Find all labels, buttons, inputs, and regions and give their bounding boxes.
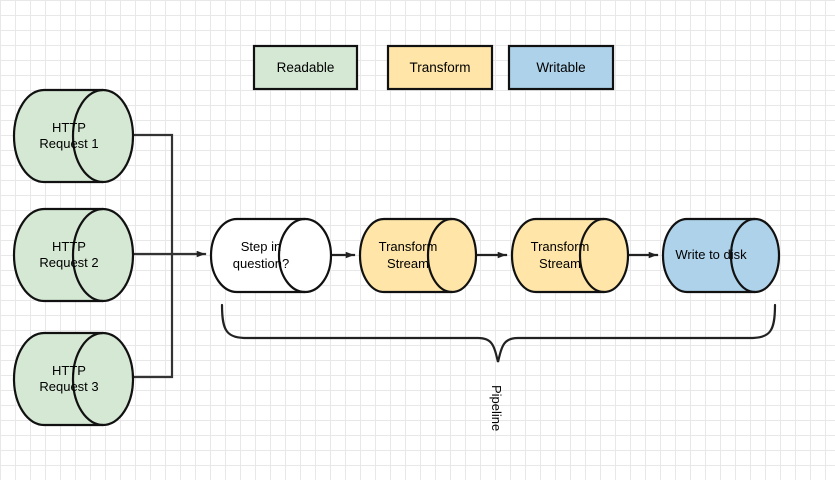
transform-stream-1-body	[358, 217, 478, 294]
node-http-request-3[interactable]	[12, 331, 135, 427]
node-http-request-1[interactable]	[12, 88, 135, 184]
write-to-disk-body	[661, 217, 781, 294]
transform-stream-2-cap	[578, 217, 605, 294]
connector-group-requests-merge	[131, 133, 207, 379]
node-step-in-question[interactable]	[209, 217, 333, 294]
legend-swatch-readable[interactable]	[252, 44, 359, 91]
connector-request3-to-bus	[131, 252, 174, 379]
legend-label-readable: Readable	[276, 60, 335, 75]
node-write-to-disk[interactable]	[661, 217, 781, 294]
http-request-2-cap	[71, 207, 104, 303]
connector-request1-to-bus	[131, 133, 174, 256]
http-request-1-cap	[71, 88, 104, 184]
node-transform-stream-2[interactable]	[510, 217, 630, 294]
legend-label-transform: Transform	[409, 60, 471, 75]
step-in-question-cap	[277, 217, 306, 294]
pipeline-brace	[220, 303, 777, 363]
pipeline-brace-path	[220, 303, 777, 363]
legend-label-writable: Writable	[536, 60, 586, 75]
transform-stream-2-body	[510, 217, 630, 294]
legend-swatch-writable[interactable]	[507, 44, 615, 91]
transform-stream-1-cap	[426, 217, 453, 294]
write-to-disk-cap	[729, 217, 756, 294]
node-http-request-2[interactable]	[12, 207, 135, 303]
legend-swatch-transform[interactable]	[386, 44, 494, 91]
pipeline-brace-label: Pipeline	[489, 385, 504, 432]
node-transform-stream-1[interactable]	[358, 217, 478, 294]
http-request-3-cap	[71, 331, 104, 427]
step-in-question-body	[209, 217, 333, 294]
